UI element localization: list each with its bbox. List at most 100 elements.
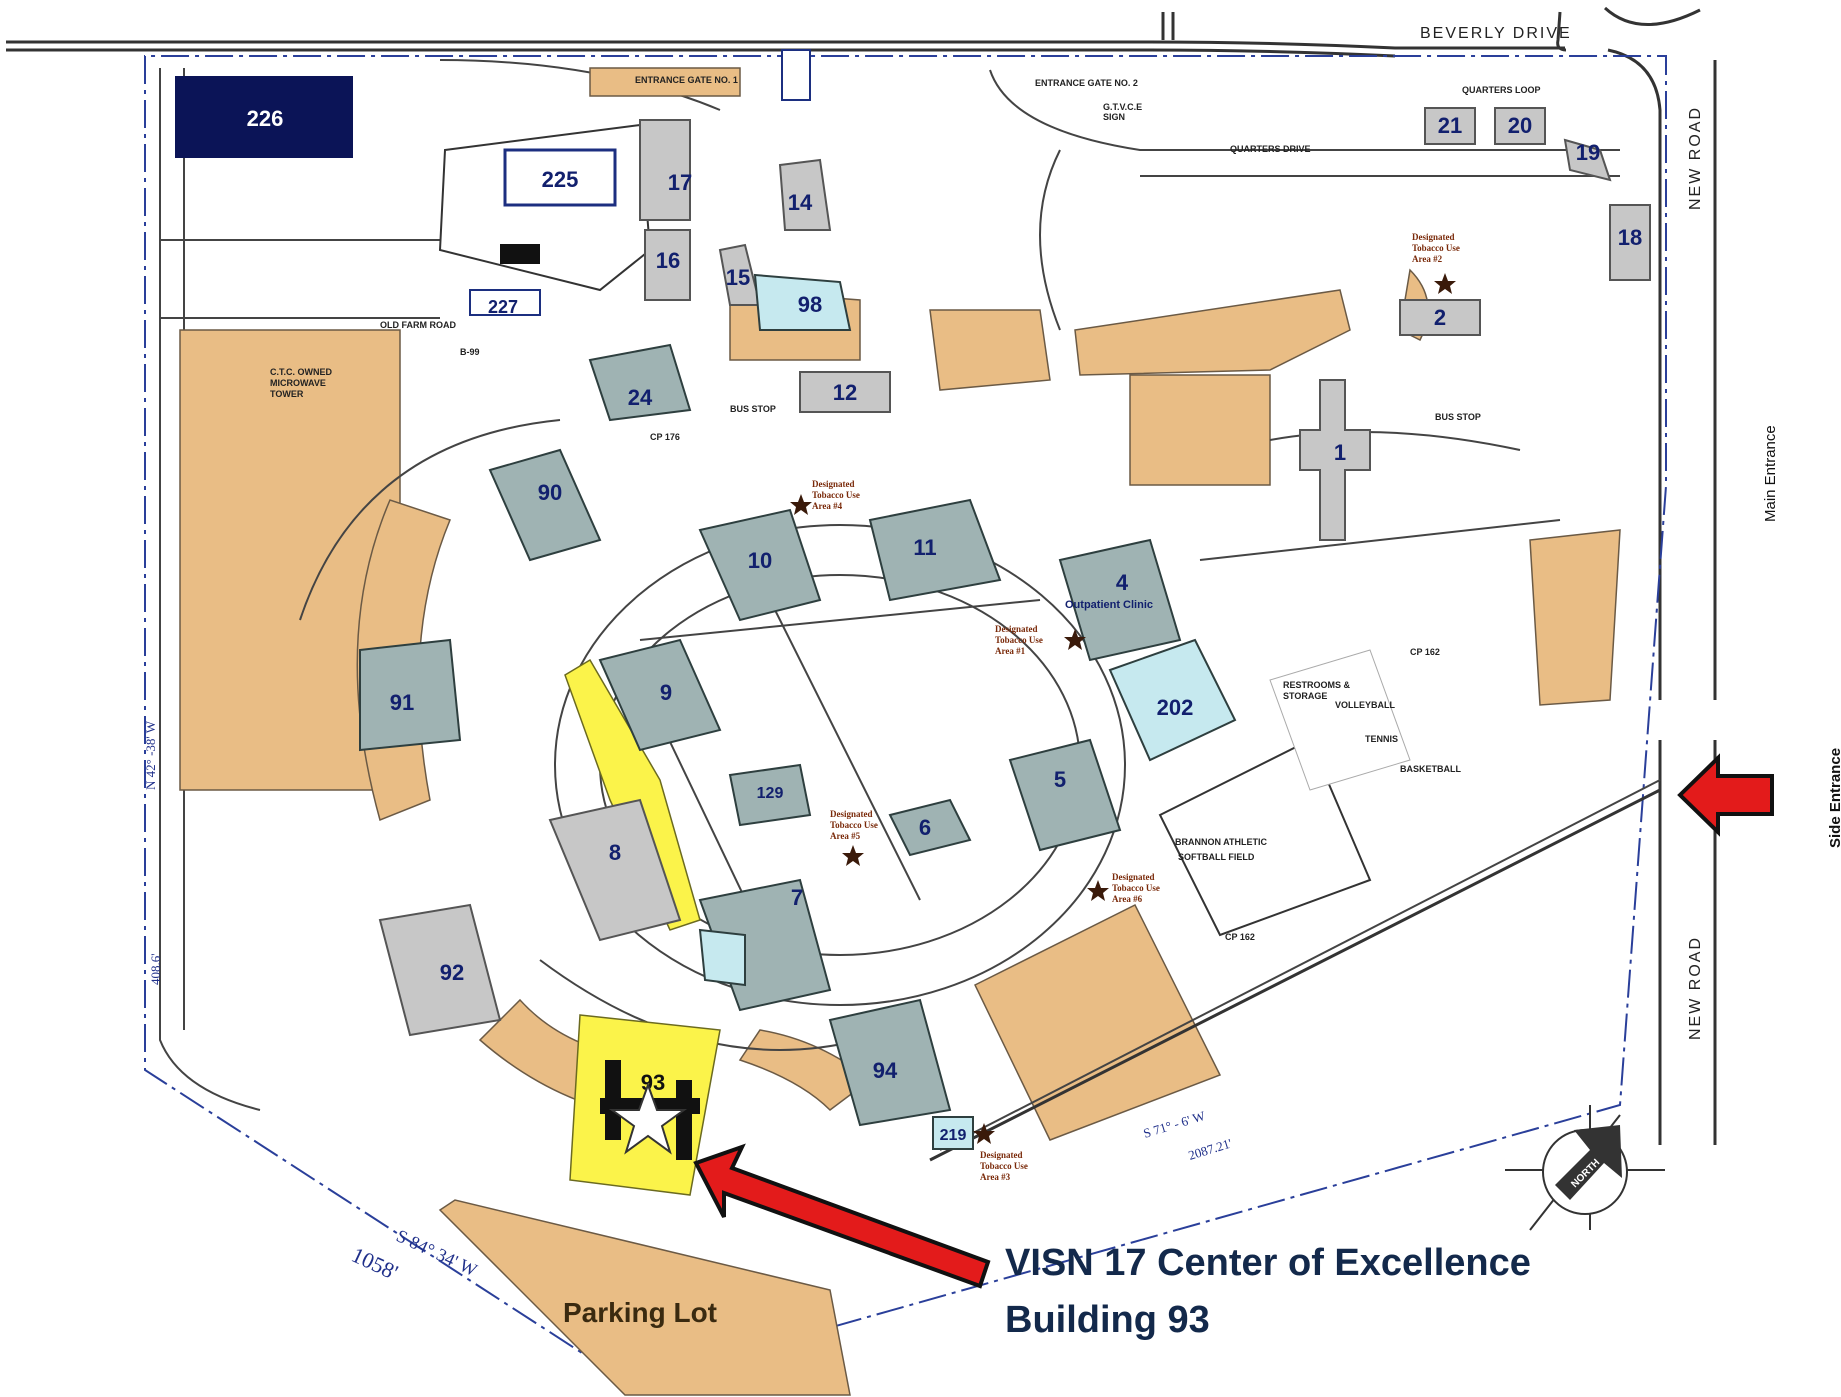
north-length-label: 408.6'	[148, 953, 163, 985]
athletic-field-label-1: BRANNON ATHLETIC	[1175, 837, 1267, 847]
gate-sign-label-2: SIGN	[1103, 112, 1125, 122]
entrance-gate-2-label: ENTRANCE GATE NO. 2	[1035, 78, 1138, 88]
building-98-block	[753, 273, 852, 331]
building-5-block	[1008, 738, 1122, 852]
building-18-label: 18	[1618, 225, 1642, 250]
building-15-label: 15	[726, 265, 750, 290]
old-farm-road-label: OLD FARM ROAD	[380, 320, 456, 330]
north-bearing-label: N 42° -38' W	[143, 720, 158, 790]
parking-areas	[179, 67, 1621, 1396]
building-202-block	[1108, 638, 1237, 762]
building-93-wing-east	[676, 1080, 692, 1160]
building-93-label: 93	[641, 1070, 665, 1095]
building-90-label: 90	[538, 480, 562, 505]
parking-north-1	[929, 309, 1051, 391]
outpatient-clinic-label: Outpatient Clinic	[1065, 599, 1153, 611]
star-icon	[608, 1082, 688, 1155]
tobacco-star-icon-5	[842, 845, 864, 866]
road-labels: ENTRANCE GATE NO. 1 ENTRANCE GATE NO. 2 …	[270, 75, 1541, 399]
building-91-block	[359, 638, 462, 752]
gate-sign-label-1: G.T.V.C.E	[1103, 102, 1142, 112]
tobacco-area-6: Designated Tobacco Use Area #6	[1087, 872, 1160, 904]
side-entrance-arrow	[1677, 753, 1774, 837]
buildings-central: 90 10 11 4 Outpatient Clinic 202 9 91 12…	[359, 448, 1237, 1150]
microwave-label-1: C.T.C. OWNED	[270, 367, 332, 377]
building-21-block	[1424, 107, 1476, 145]
tobacco-area-5: Designated Tobacco Use Area #5	[830, 809, 878, 866]
building-21-label: 21	[1438, 113, 1462, 138]
tobacco-area-3: Designated Tobacco Use Area #3	[973, 1123, 1028, 1182]
building-18-block	[1609, 204, 1651, 281]
building-1-block	[1299, 379, 1371, 541]
tobacco-star-icon-4	[790, 494, 812, 515]
south-length-label: 1058'	[348, 1242, 402, 1285]
building-12-block	[799, 371, 891, 413]
building-226-block	[175, 76, 353, 158]
building-6-block	[888, 798, 972, 857]
tobacco-6-line2: Tobacco Use	[1112, 883, 1160, 893]
tobacco-star-icon-1	[1064, 629, 1086, 650]
building-19-label: 19	[1576, 140, 1600, 165]
parking-202-lot	[1129, 374, 1271, 486]
north-arrow-icon	[1555, 1125, 1622, 1200]
building-92-label: 92	[440, 960, 464, 985]
building-17-label: 17	[668, 170, 692, 195]
building-225-label: 225	[542, 167, 579, 192]
building-16-block	[644, 229, 691, 301]
tobacco-area-2: Designated Tobacco Use Area #2	[1412, 232, 1460, 294]
building-10-block	[698, 508, 822, 622]
tobacco-3-area: Area #3	[980, 1172, 1011, 1182]
building-8-label: 8	[609, 840, 621, 865]
tobacco-6-line1: Designated	[1112, 872, 1155, 882]
building-9-label: 9	[660, 680, 672, 705]
new-road-bottom-label: NEW ROAD	[1687, 936, 1704, 1040]
building-202-label: 202	[1157, 695, 1194, 720]
entrance-labels: Main Entrance Side Entrance	[1762, 425, 1841, 848]
restrooms-label-1: RESTROOMS &	[1283, 680, 1351, 690]
building-7-label: 7	[791, 885, 803, 910]
building-94-label: 94	[873, 1058, 898, 1083]
building-4-block	[1058, 538, 1182, 662]
microwave-label-2: MICROWAVE	[270, 378, 326, 388]
building-6-label: 6	[919, 815, 931, 840]
parking-lot-main	[438, 1199, 851, 1396]
red-arrow-icon	[1677, 753, 1774, 837]
building-24-label: 24	[628, 385, 653, 410]
building-225-annex	[500, 244, 540, 264]
entrance-gate-1-label: ENTRANCE GATE NO. 1	[635, 75, 738, 85]
tobacco-star-icon-2	[1434, 273, 1456, 294]
tobacco-4-line2: Tobacco Use	[812, 490, 860, 500]
building-90-block	[488, 448, 602, 562]
building-20-block	[1494, 107, 1546, 145]
tobacco-star-icon-3	[973, 1123, 995, 1144]
tobacco-2-line1: Designated	[1412, 232, 1455, 242]
tobacco-3-line1: Designated	[980, 1150, 1023, 1160]
building-2-block	[1399, 299, 1481, 336]
building-225-block	[503, 148, 617, 207]
building-219-block	[932, 1116, 974, 1150]
parking-lot-label: Parking Lot	[563, 1297, 717, 1328]
basketball-label: BASKETBALL	[1400, 764, 1461, 774]
tobacco-area-1: Designated Tobacco Use Area #1	[995, 624, 1086, 656]
parking-east	[1529, 529, 1621, 706]
red-arrow-icon	[693, 1143, 991, 1289]
building-20-label: 20	[1508, 113, 1532, 138]
building-7-annex	[698, 928, 746, 987]
highlight-walkway	[564, 658, 701, 931]
callout-line1: VISN 17 Center of Excellence	[1005, 1242, 1531, 1284]
building-9-block	[598, 638, 722, 752]
quarters-loop-label: QUARTERS LOOP	[1462, 85, 1541, 95]
parking-southeast	[974, 903, 1222, 1141]
tobacco-area-4: Designated Tobacco Use Area #4	[790, 479, 860, 515]
building-219-label: 219	[940, 1127, 967, 1144]
north-compass: NORTH	[1505, 1105, 1665, 1231]
tobacco-1-area: Area #1	[995, 646, 1026, 656]
b99-label: B-99	[460, 347, 480, 357]
building-17-block	[639, 119, 691, 221]
building-1-label: 1	[1334, 440, 1346, 465]
building-5-label: 5	[1054, 767, 1066, 792]
building-98-label: 98	[798, 292, 822, 317]
building-92-block	[378, 903, 502, 1037]
tobacco-6-area: Area #6	[1112, 894, 1143, 904]
